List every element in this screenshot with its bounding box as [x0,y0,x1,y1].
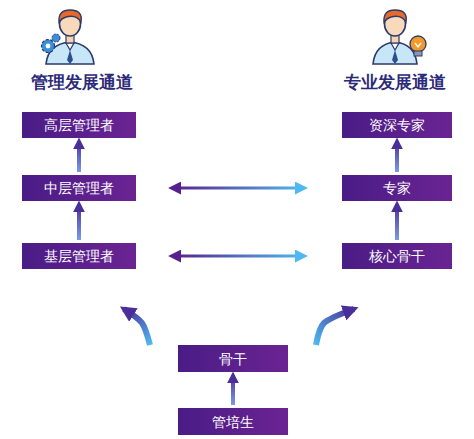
position-box: 中层管理者 [22,175,136,201]
box-text: 核心骨干 [369,248,425,264]
promotion-arrow [77,204,81,240]
promotion-arrow [316,309,354,345]
box-text: 管培生 [212,414,254,430]
box-text: 资深专家 [369,117,425,133]
box-text: 中层管理者 [44,180,114,196]
position-box: 管培生 [178,408,288,435]
exchange-arrow [172,187,304,190]
position-box: 骨干 [178,345,288,372]
position-box: 专家 [342,175,452,201]
gear-symbol [52,34,60,42]
position-box: 高层管理者 [22,112,136,138]
bulb-filament [415,43,421,47]
gear-symbol [42,40,55,53]
hair-shape [59,10,81,22]
box-text: 高层管理者 [44,117,114,133]
bulb-symbol [410,36,426,52]
manager-icon [42,10,95,64]
channel-heading: 管理发展通道 [10,71,154,94]
channel-heading: 专业发展通道 [323,71,467,94]
expert-icon [373,10,426,64]
tie-shape [67,50,73,64]
box-text: 专家 [383,180,411,196]
box-text: 骨干 [219,351,247,367]
box-text: 基层管理者 [44,248,114,264]
tie-shape [392,50,398,64]
promotion-arrow [395,141,399,172]
collar-shape [66,43,74,50]
position-box: 核心骨干 [342,243,452,269]
gear-hole [46,44,51,49]
exchange-arrow [172,255,304,258]
position-box: 基层管理者 [22,243,136,269]
position-box: 资深专家 [342,112,452,138]
bulb-base [414,51,422,56]
promotion-arrow [124,309,150,345]
promotion-arrow [231,375,235,405]
promotion-arrow [77,141,81,172]
hair-shape [384,10,406,22]
promotion-arrow [395,204,399,240]
collar-shape [391,43,399,50]
